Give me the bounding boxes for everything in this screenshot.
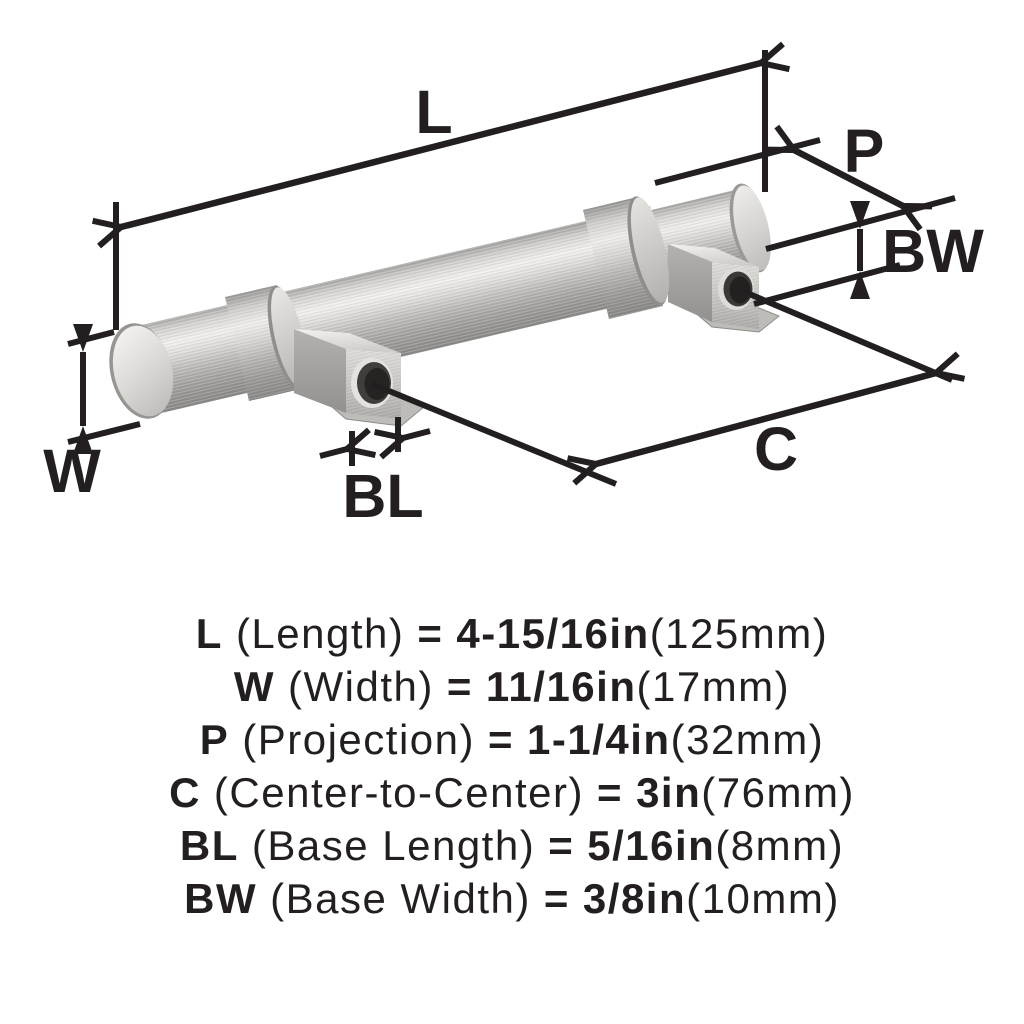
spec-symbol: P — [199, 715, 230, 763]
spec-value: 4-15/16in — [456, 609, 650, 657]
spec-value-pair: 11/16in (17mm) — [486, 663, 790, 711]
spec-row-center-to-center: C (Center-to-Center) = 3in (76mm) — [169, 766, 855, 819]
spec-symbol: W — [233, 662, 275, 710]
dimension-labels: L P BW W BL C — [43, 78, 984, 530]
near-base-side-face — [294, 329, 346, 413]
w-tick-top — [67, 329, 115, 347]
spec-metric: (32mm) — [670, 715, 825, 763]
handle-dimension-diagram: L P BW W BL C — [43, 0, 984, 530]
dimension-label-bl: BL — [342, 462, 423, 530]
dimension-label-c: C — [754, 415, 798, 483]
dimension-label-p: P — [844, 117, 885, 185]
spec-metric: (10mm) — [686, 874, 840, 922]
spec-metric: (76mm) — [701, 768, 855, 816]
spec-value: 3/8in — [582, 874, 687, 922]
spec-name: (Base Width) — [270, 874, 531, 922]
spec-equals: = — [488, 715, 515, 763]
bl-arrow-left — [319, 449, 347, 459]
c-dimension-line — [596, 373, 936, 464]
spec-row-base-length: BL (Base Length) = 5/16in (8mm) — [180, 819, 844, 872]
l-dimension-line — [121, 63, 761, 227]
spec-row-length: L (Length) = 4-15/16in (125mm) — [196, 607, 828, 660]
spec-name: (Center-to-Center) — [213, 768, 585, 816]
spec-value: 1-1/4in — [527, 715, 671, 763]
far-base-side-face — [668, 244, 712, 322]
spec-name: (Base Length) — [251, 821, 536, 869]
spec-equals: = — [548, 821, 575, 869]
spec-value-pair: 4-15/16in (125mm) — [456, 610, 828, 658]
spec-value-pair: 3/8in (10mm) — [583, 875, 840, 923]
spec-symbol: L — [195, 609, 223, 657]
spec-metric: (125mm) — [649, 609, 829, 657]
spec-row-base-width: BW (Base Width) = 3/8in (10mm) — [184, 872, 840, 925]
p-dimension-line — [794, 150, 903, 206]
spec-value-pair: 3in (76mm) — [636, 769, 855, 817]
spec-value: 3in — [636, 768, 702, 816]
dimension-label-bw: BW — [882, 217, 984, 285]
dimension-label-l: L — [415, 78, 452, 146]
near-collar — [225, 285, 307, 401]
spec-row-projection: P (Projection) = 1-1/4in (32mm) — [200, 713, 825, 766]
left-end-cap — [112, 325, 174, 417]
bw-extension-line-bottom — [753, 262, 901, 307]
spec-symbol: BW — [184, 874, 258, 922]
spec-symbol: C — [169, 768, 201, 816]
spec-equals: = — [446, 662, 473, 710]
brushed-texture — [133, 206, 670, 415]
spec-value-pair: 5/16in (8mm) — [587, 822, 844, 870]
dimension-label-w: W — [43, 437, 101, 505]
spec-value: 5/16in — [587, 821, 716, 869]
near-base-top-face — [294, 329, 401, 353]
spec-equals: = — [543, 874, 570, 922]
spec-symbol: BL — [179, 821, 239, 869]
dimension-lines — [67, 50, 955, 487]
dimension-spec-list: L (Length) = 4-15/16in (125mm) W (Width)… — [0, 607, 1024, 925]
spec-metric: (8mm) — [715, 821, 845, 869]
cabinet-bar-pull-illustration — [109, 183, 780, 427]
spec-value-pair: 1-1/4in (32mm) — [527, 716, 824, 764]
p-extension-line — [654, 137, 821, 186]
spec-name: (Width) — [288, 662, 434, 710]
spec-equals: = — [417, 609, 444, 657]
spec-metric: (17mm) — [636, 662, 791, 710]
c-extension-line-far — [738, 287, 954, 383]
spec-equals: = — [597, 768, 624, 816]
spec-name: (Projection) — [242, 715, 475, 763]
spec-row-width: W (Width) = 11/16in (17mm) — [234, 660, 790, 713]
bl-arrow-right — [403, 428, 431, 438]
spec-value: 11/16in — [485, 662, 637, 710]
spec-name: (Length) — [235, 609, 405, 657]
far-base-block — [668, 244, 780, 333]
far-base-top-face — [668, 244, 759, 267]
